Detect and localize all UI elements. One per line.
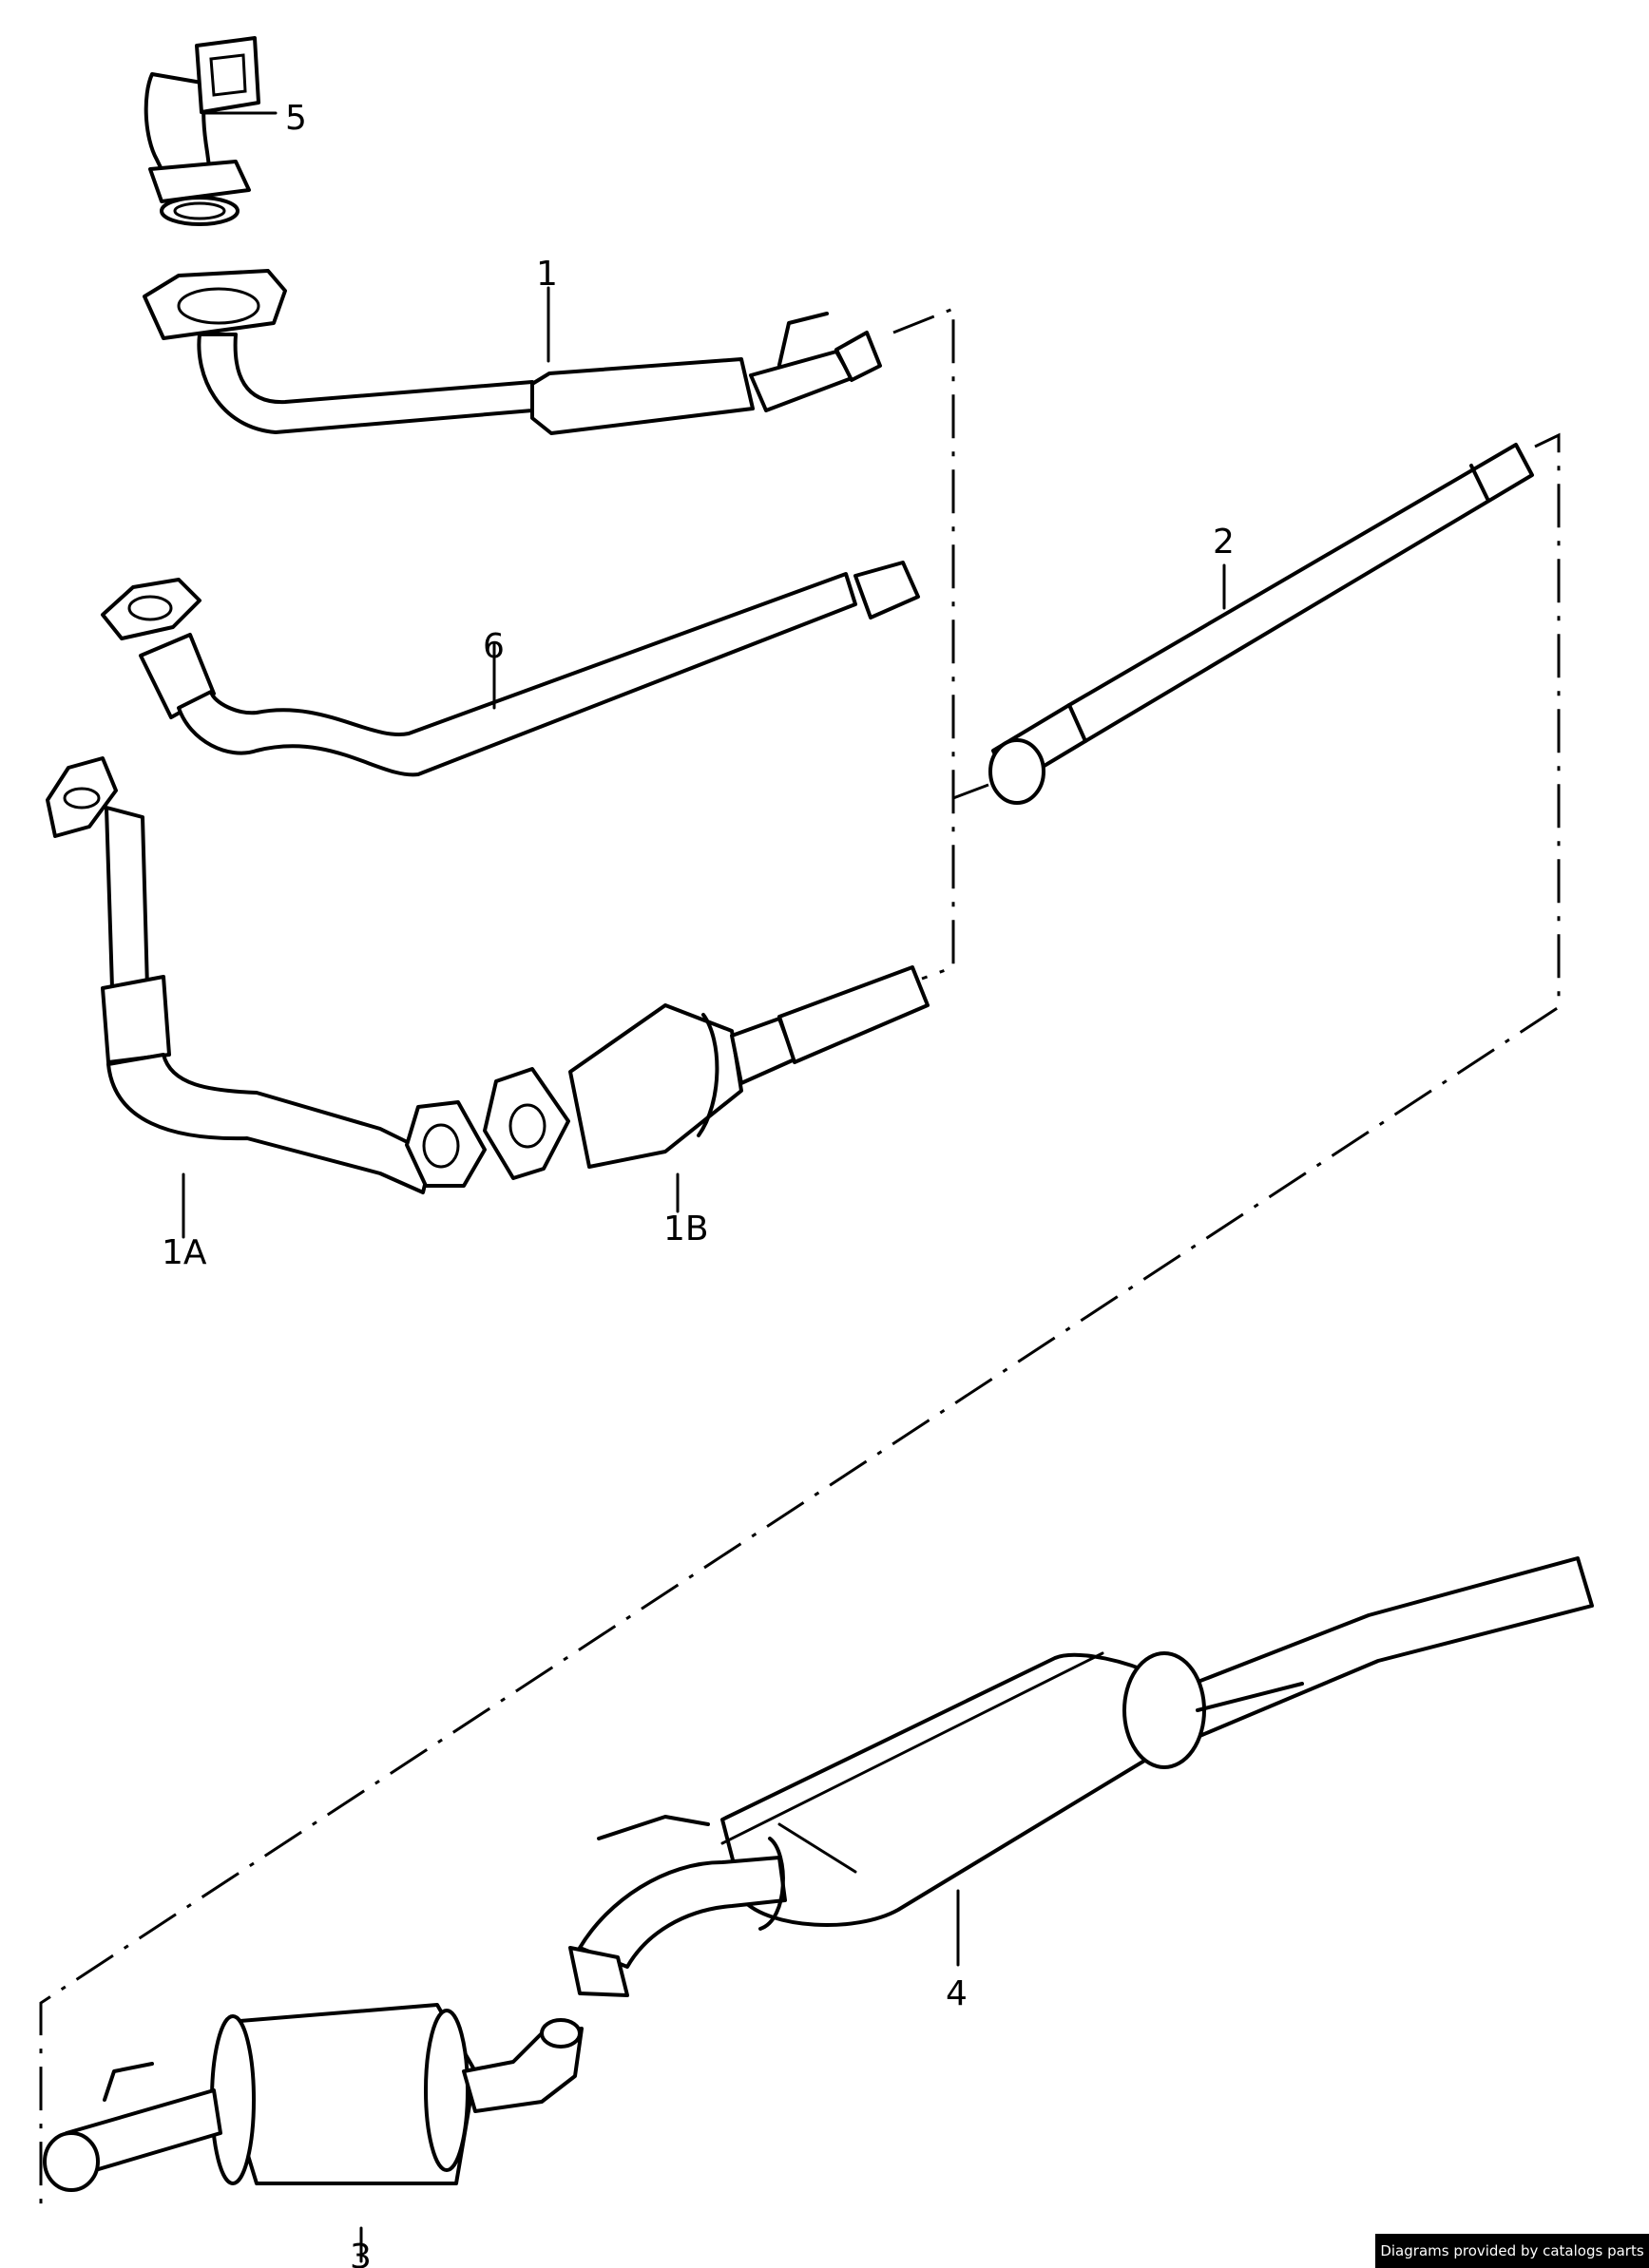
credit-badge: Diagrams provided by catalogs parts [1375,2234,1649,2268]
callout-part-5: 5 [285,99,307,138]
part-3-middle-muffler [43,2003,584,2192]
part-4-rear-muffler [568,1556,1594,1997]
part-2-intermediate-pipe [988,443,1534,805]
callout-part-1a: 1A [162,1233,207,1272]
part-5-elbow-pipe [144,36,278,226]
callout-leaders [182,286,1226,2263]
part-1a-front-pipe [46,756,487,1194]
callout-part-4: 4 [946,1974,968,2013]
part-1-front-pipe [143,269,882,435]
part-6-front-pipe [101,561,920,777]
callout-part-3: 3 [350,2238,372,2268]
callout-part-1: 1 [536,255,558,294]
callout-part-2: 2 [1213,523,1235,562]
part-1b-catalytic-converter [483,965,930,1180]
callout-part-6: 6 [483,627,505,666]
alignment-lines [39,306,1561,2209]
callout-part-1b: 1B [663,1210,709,1248]
